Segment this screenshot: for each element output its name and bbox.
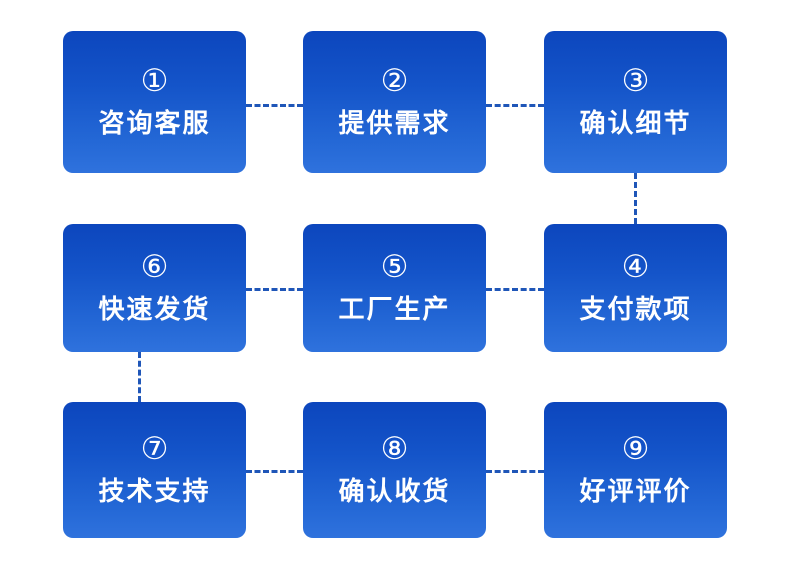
connector-step-4-to-step-5: [486, 288, 544, 291]
process-step-8[interactable]: ⑧ 确认收货: [303, 402, 486, 538]
step-number-badge: ③: [621, 63, 650, 100]
step-number-badge: ⑨: [621, 431, 650, 468]
connector-step-5-to-step-6: [246, 288, 303, 291]
connector-step-2-to-step-3: [486, 104, 544, 107]
process-step-1[interactable]: ① 咨询客服: [63, 31, 246, 173]
step-number-badge: ①: [140, 63, 169, 100]
step-number-badge: ⑥: [140, 249, 169, 286]
process-step-3[interactable]: ③ 确认细节: [544, 31, 727, 173]
step-label: 提供需求: [338, 108, 451, 139]
connector-step-7-to-step-8: [246, 470, 303, 473]
step-label: 技术支持: [98, 476, 211, 507]
step-number-badge: ④: [621, 249, 650, 286]
connector-step-1-to-step-2: [246, 104, 303, 107]
step-number-badge: ⑤: [380, 249, 409, 286]
connector-step-6-to-step-7: [138, 352, 141, 402]
process-step-6[interactable]: ⑥ 快速发货: [63, 224, 246, 352]
step-label: 好评评价: [579, 476, 692, 507]
step-number-badge: ②: [380, 63, 409, 100]
process-step-9[interactable]: ⑨ 好评评价: [544, 402, 727, 538]
step-label: 确认收货: [338, 476, 451, 507]
process-step-4[interactable]: ④ 支付款项: [544, 224, 727, 352]
process-step-2[interactable]: ② 提供需求: [303, 31, 486, 173]
step-label: 快速发货: [98, 294, 211, 325]
step-number-badge: ⑧: [380, 431, 409, 468]
connector-step-3-to-step-4: [634, 173, 637, 224]
connector-step-8-to-step-9: [486, 470, 544, 473]
step-label: 支付款项: [579, 294, 692, 325]
process-step-5[interactable]: ⑤ 工厂生产: [303, 224, 486, 352]
step-label: 咨询客服: [98, 108, 211, 139]
step-label: 工厂生产: [338, 294, 451, 325]
step-number-badge: ⑦: [140, 431, 169, 468]
process-step-7[interactable]: ⑦ 技术支持: [63, 402, 246, 538]
step-label: 确认细节: [579, 108, 692, 139]
